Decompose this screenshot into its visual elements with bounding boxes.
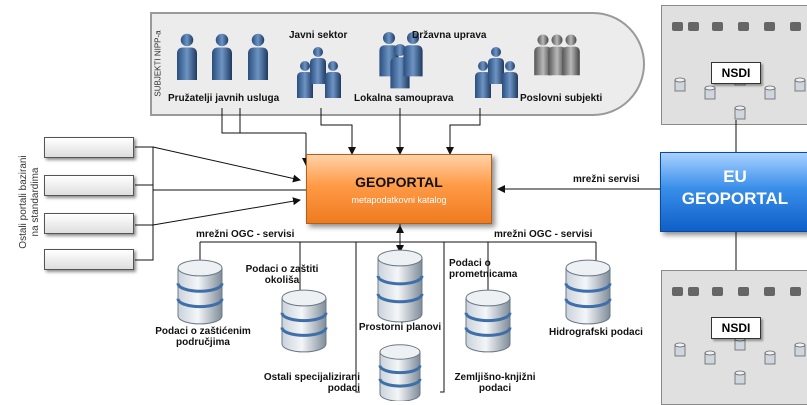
geoportal-title: GEOPORTAL	[355, 174, 443, 190]
eu-geoportal-title-line2: GEOPORTAL	[681, 189, 789, 208]
db-label-hidrografski: Hidrografski podaci	[549, 327, 643, 338]
portal-box-2	[44, 175, 134, 196]
database-icon-prostorni	[376, 249, 424, 323]
people-icon-drzavna	[475, 47, 518, 98]
db-label-prostorni: Prostorni planovi	[358, 322, 442, 333]
ogc-bus	[199, 224, 597, 393]
label-poslovni: Poslovni subjekti	[520, 93, 603, 104]
nsdi-box-top: NSDI	[711, 62, 761, 84]
portal-box-4	[44, 249, 134, 270]
portal-connectors	[135, 146, 306, 261]
other-portals-label: Ostali portali bazirani na standardima	[18, 155, 41, 249]
people-icon-javni-sektor	[297, 47, 341, 98]
label-network-services: mrežni servisi	[573, 174, 640, 185]
label-ogc-right: mrežni OGC - servisi	[494, 229, 593, 240]
portal-box-1	[44, 137, 134, 158]
label-drzavna-uprava: Državna uprava	[412, 30, 487, 41]
eu-connector	[497, 120, 737, 270]
database-icon-specijalizirani	[378, 344, 422, 401]
database-icon-okolis	[280, 289, 328, 353]
database-icon-hidrografski	[564, 259, 612, 325]
eu-geoportal-box: EU GEOPORTAL	[660, 152, 807, 232]
database-icon-prometnice	[464, 289, 512, 353]
people-icon-pruzatelji	[177, 33, 268, 80]
label-javni-sektor: Javni sektor	[289, 30, 348, 41]
label-pruzatelji: Pružatelji javnih usluga	[168, 93, 280, 104]
geoportal-subtitle: metapodatkovni katalog	[351, 195, 447, 205]
people-icon-poslovni	[534, 34, 580, 76]
geoportal-box: GEOPORTAL metapodatkovni katalog	[306, 154, 492, 224]
nsdi-box-bottom: NSDI	[711, 317, 761, 339]
portal-box-3	[44, 213, 134, 234]
nsdi-bottom-mini-icons	[672, 287, 806, 385]
database-icon-zasticena	[176, 259, 224, 325]
label-ogc-left: mrežni OGC - servisi	[196, 229, 295, 240]
label-lokalna: Lokalna samouprava	[354, 93, 454, 104]
people-icon-lokalna	[379, 32, 423, 89]
eu-geoportal-title-line1: EU	[723, 167, 747, 186]
